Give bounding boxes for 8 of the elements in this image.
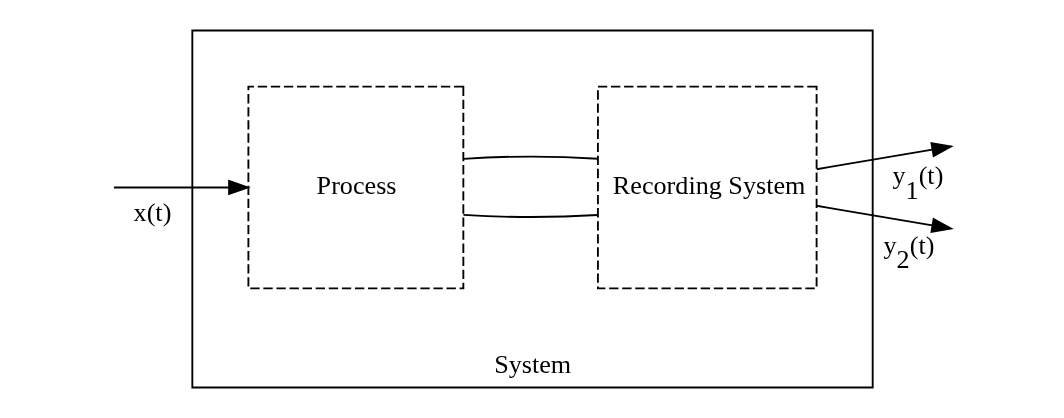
- arrow: [815, 204, 954, 234]
- connector: [462, 213, 599, 218]
- arrow: [112, 179, 251, 196]
- node-box: Process: [246, 85, 464, 290]
- node-box: Recording System: [596, 85, 818, 290]
- arrow: [815, 141, 954, 171]
- edge-label: x(t): [133, 198, 171, 228]
- connector: [462, 155, 599, 160]
